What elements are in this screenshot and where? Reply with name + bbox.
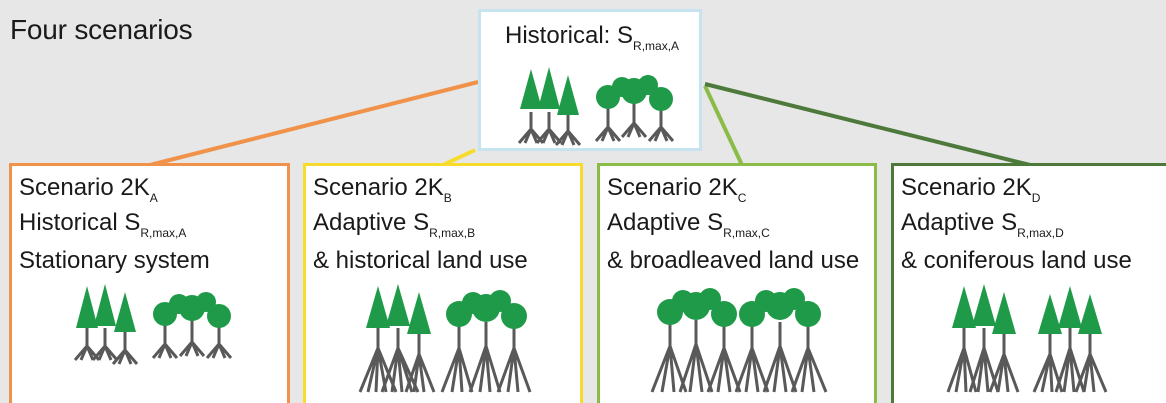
broadleaf-trees-icon — [594, 75, 675, 142]
scenario-b-box: Scenario 2KB Adaptive SR,max,B & histori… — [303, 163, 583, 403]
connector-lines — [149, 80, 1031, 167]
scenario-a-name: Scenario 2KA — [19, 174, 158, 205]
mixed-forest-icon — [517, 67, 675, 146]
scenario-d-capacity: Adaptive SR,max,D — [901, 209, 1064, 240]
scenario-c-landuse: & broadleaved land use — [607, 247, 860, 274]
coniferous-forest-icon — [946, 284, 1108, 393]
scenario-a-landuse: Stationary system — [19, 247, 210, 274]
historical-landuse-forest-icon — [358, 284, 532, 393]
scenario-b-name: Scenario 2KB — [313, 174, 452, 205]
historical-box: Historical: SR,max,A — [478, 9, 702, 151]
scenario-b-landuse: & historical land use — [313, 247, 528, 274]
scenario-d-name: Scenario 2KD — [901, 174, 1041, 205]
scenario-a-capacity: Historical SR,max,A — [19, 209, 187, 240]
historical-label: Historical: SR,max,A — [505, 22, 680, 53]
scenario-b-capacity: Adaptive SR,max,B — [313, 209, 476, 240]
stationary-forest-icon — [73, 284, 233, 365]
diagram-title: Four scenarios — [10, 14, 193, 45]
connector-a — [149, 80, 479, 167]
connector-b — [442, 148, 476, 167]
connector-d — [704, 82, 1031, 167]
scenario-d-landuse: & coniferous land use — [901, 247, 1132, 274]
connector-c — [703, 85, 744, 166]
scenario-c-capacity: Adaptive SR,max,C — [607, 209, 770, 240]
broadleaved-forest-icon — [650, 288, 828, 393]
scenario-c-box: Scenario 2KC Adaptive SR,max,C & broadle… — [597, 163, 877, 403]
conifer-trees-icon — [517, 67, 582, 146]
scenario-a-box: Scenario 2KA Historical SR,max,A Station… — [9, 163, 290, 403]
scenario-c-name: Scenario 2KC — [607, 174, 747, 205]
scenario-d-box: Scenario 2KD Adaptive SR,max,D & conifer… — [891, 163, 1166, 403]
